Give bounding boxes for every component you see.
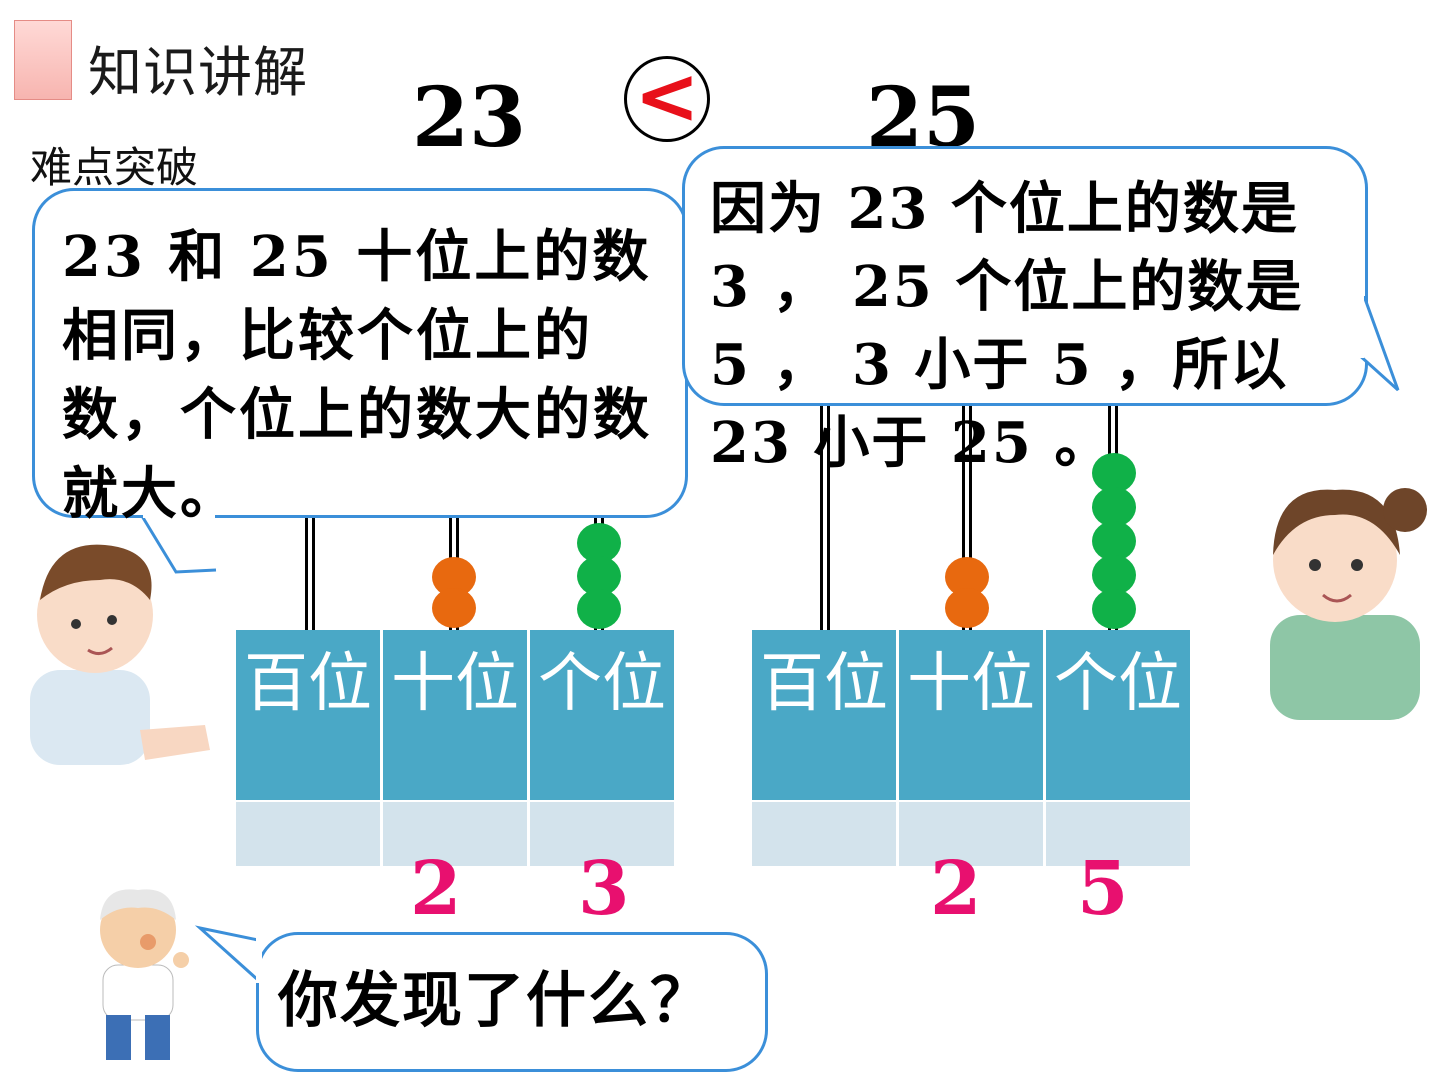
digit-ones-left: 3 — [578, 846, 630, 932]
girl-speech-text: 因为 23 个位上的数是 3 ， 25 个位上的数是 5 ， 3 小于 5 ，所… — [710, 176, 1304, 476]
bead-ones — [577, 589, 621, 629]
grandpa-speech-bubble — [256, 932, 768, 1072]
column-hundreds: 百位 — [244, 647, 372, 721]
column-hundreds: 百位 — [760, 647, 888, 721]
girl-character-illustration — [1270, 488, 1427, 720]
bead-ones — [1092, 589, 1136, 629]
girl-bubble-tail — [1350, 296, 1400, 392]
column-tens: 十位 — [391, 647, 519, 721]
column-tens: 十位 — [907, 647, 1035, 721]
comparison-sign: < — [634, 52, 700, 142]
place-value-table-left: 百位 十位 个位 — [236, 630, 674, 866]
column-ones: 个位 — [1054, 647, 1182, 721]
grandpa-speech-text: 你发现了什么？ — [278, 966, 712, 1036]
abacus-rod-tens — [962, 400, 972, 630]
subsection-title: 难点突破 — [30, 143, 199, 192]
section-title: 知识讲解 — [88, 41, 308, 104]
digit-tens-right: 2 — [930, 846, 982, 932]
grandpa-character-illustration — [100, 889, 189, 1060]
abacus-rod-hundreds — [820, 400, 830, 630]
grandpa-bubble-tail — [194, 925, 262, 983]
girl-speech-bubble — [682, 146, 1368, 406]
bead-ones — [1092, 555, 1136, 595]
bead-ones — [1092, 521, 1136, 561]
column-ones: 个位 — [538, 647, 666, 721]
bead-ones — [1092, 487, 1136, 527]
digit-ones-right: 5 — [1077, 846, 1129, 932]
bead-ones — [1092, 453, 1136, 493]
place-value-table-right: 百位 十位 个位 — [752, 630, 1190, 866]
comparison-circle — [624, 56, 710, 142]
section-marker — [14, 20, 72, 100]
boy-speech-text: 23 和 25 十位上的数相同，比较个位上的数，个位上的数大的数就大。 — [62, 224, 652, 527]
digit-tens-left: 2 — [410, 846, 462, 932]
left-number: 23 — [412, 70, 527, 166]
boy-bubble-tail — [140, 512, 217, 574]
boy-character-illustration — [30, 544, 210, 765]
bead-tens — [945, 588, 989, 628]
bead-tens — [432, 588, 476, 628]
boy-speech-bubble — [32, 188, 688, 518]
abacus-rod-hundreds — [305, 505, 315, 630]
